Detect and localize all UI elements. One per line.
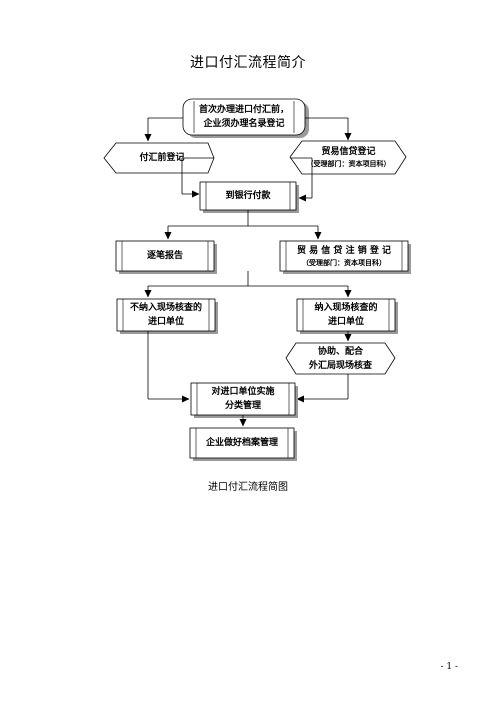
trade-credit-label: 贸易信贷登记 <box>321 147 376 157</box>
trade-credit-node-shape <box>289 140 407 175</box>
page-number: - 1 - <box>440 662 458 672</box>
figure-caption: 进口付汇流程简图 <box>208 482 288 493</box>
assist-line1: 协助、配合 <box>317 346 363 357</box>
trade-credit-cancel-node-shape <box>279 240 409 272</box>
archive-label: 企业做好档案管理 <box>205 438 278 448</box>
first-time-node-shape <box>182 98 306 136</box>
first-time-node: 首次办理进口付汇前， 企业须办理名录登记 <box>194 102 294 132</box>
bank-payment-label: 到银行付款 <box>225 191 271 201</box>
bank-payment-node: 到银行付款 <box>206 182 290 210</box>
page-title: 进口付汇流程简介 <box>190 55 306 71</box>
assist-node-shape <box>285 342 396 375</box>
included-line1: 纳入现场核查的 <box>314 303 378 313</box>
classify-node-shape <box>190 382 296 416</box>
per-transaction-label: 逐笔报告 <box>146 251 183 261</box>
per-transaction-node: 逐笔报告 <box>122 241 208 271</box>
assist-node: 协助、配合 外汇局现场核查 <box>296 343 385 374</box>
pre-payment-label: 付汇前登记 <box>139 153 185 163</box>
not-included-node-shape <box>116 298 216 332</box>
per-transaction-node-shape <box>115 240 215 272</box>
included-node-shape <box>296 298 396 332</box>
trade-credit-node: 贸易信贷登记 （受理部门：资本项目科） <box>302 141 395 174</box>
not-included-line1: 不纳入现场核查的 <box>129 303 202 313</box>
classify-line2: 分类管理 <box>224 401 261 411</box>
trade-credit-cancel-label: 贸 易 信 贷 注 销 登 记 <box>297 245 391 256</box>
classify-line1: 对进口单位实施 <box>211 387 275 397</box>
trade-credit-cancel-sub: （受理部门：资本项目科） <box>302 258 386 267</box>
first-time-line2: 企业须办理名录登记 <box>203 119 285 129</box>
archive-node-shape <box>189 427 295 459</box>
not-included-line2: 进口单位 <box>147 317 184 327</box>
not-included-node: 不纳入现场核查的 进口单位 <box>123 299 209 331</box>
included-line2: 进口单位 <box>327 317 364 327</box>
bank-payment-node-shape <box>199 181 297 211</box>
assist-line2: 外汇局现场核查 <box>308 360 372 371</box>
classify-node: 对进口单位实施 分类管理 <box>197 383 289 415</box>
archive-node: 企业做好档案管理 <box>196 428 288 458</box>
first-time-line1: 首次办理进口付汇前， <box>198 105 289 115</box>
pre-payment-node: 付汇前登记 <box>116 143 208 173</box>
included-node: 纳入现场核查的 进口单位 <box>303 299 389 331</box>
trade-credit-sub: （受理部门：资本项目科） <box>306 160 391 168</box>
trade-credit-cancel-node: 贸 易 信 贷 注 销 登 记 （受理部门：资本项目科） <box>286 241 402 271</box>
